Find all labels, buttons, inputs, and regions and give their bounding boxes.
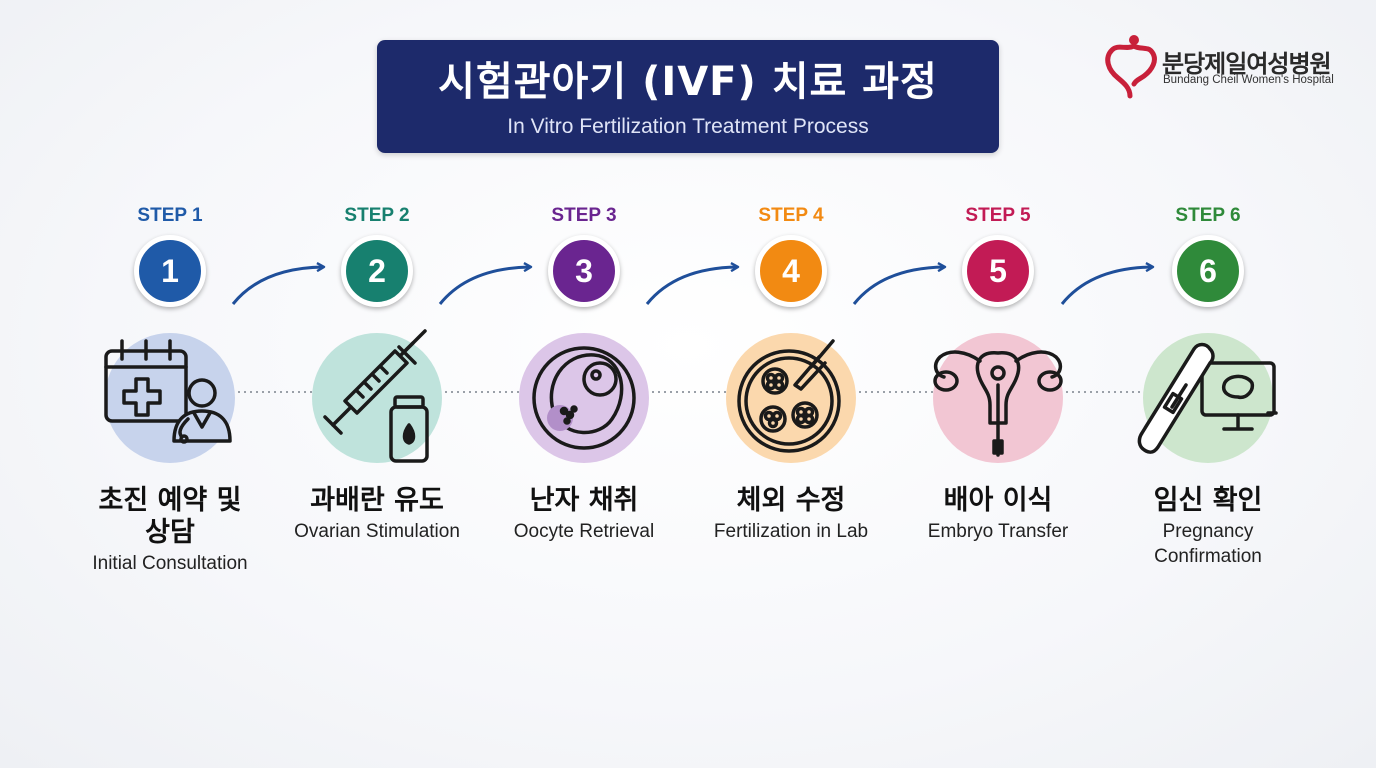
- page-title: 시험관아기 (IVF) 치료 과정: [438, 58, 938, 105]
- step-number-badge: 5: [962, 235, 1034, 307]
- page-subtitle: In Vitro Fertilization Treatment Process: [507, 114, 869, 138]
- step-title-ko: 초진 예약 및 상담: [98, 485, 242, 548]
- step-title-ko: 난자 채취: [529, 485, 639, 516]
- heart-figure-icon: [1105, 35, 1157, 99]
- step-title-ko: 배아 이식: [943, 485, 1053, 516]
- arrow-3-4: [645, 267, 737, 305]
- syringe-vial-icon: [323, 329, 429, 463]
- step-title-ko: 과배란 유도: [310, 485, 444, 516]
- step-number-badge: 1: [134, 235, 206, 307]
- step-label: STEP 5: [965, 205, 1031, 226]
- hospital-logo: 분당제일여성병원 Bundang Cheil Women's Hospital: [1100, 30, 1350, 100]
- step-3: STEP 3 3 난자 채취 Oocyte Retrieval: [474, 200, 694, 544]
- oocyte-icon: [532, 346, 636, 450]
- title-banner: 시험관아기 (IVF) 치료 과정 In Vitro Fertilization…: [377, 40, 999, 153]
- calendar-doctor-icon: [104, 339, 232, 444]
- step-title-ko: 임신 확인: [1153, 485, 1263, 516]
- step-title-en: Fertilization in Lab: [713, 521, 869, 542]
- step-2: STEP 2 2 과배란 유도 Ovarian Stimulation: [267, 200, 487, 544]
- step-number-badge: 2: [341, 235, 413, 307]
- step-icon-area: [60, 323, 280, 473]
- step-label: STEP 2: [344, 205, 410, 226]
- step-title-en: Embryo Transfer: [927, 521, 1069, 542]
- step-icon-area: [888, 323, 1108, 473]
- step-label: STEP 3: [551, 205, 617, 226]
- step-1: STEP 1 1 초진 예약 및 상담 Initial Consultation: [60, 200, 280, 576]
- pregnancy-test-ultrasound-icon: [1137, 342, 1278, 454]
- curved-arrows: [231, 267, 1152, 305]
- arrow-4-5: [852, 267, 944, 305]
- uterus-icon: [933, 350, 1063, 457]
- step-5: STEP 5 5 배아 이식 Embryo Transfer: [888, 200, 1108, 544]
- step-label: STEP 6: [1175, 205, 1241, 226]
- arrow-5-6: [1060, 267, 1152, 305]
- hospital-name-en: Bundang Cheil Women's Hospital: [1163, 74, 1334, 86]
- step-title-en: Initial Consultation: [92, 553, 248, 574]
- step-title-en: Oocyte Retrieval: [513, 521, 655, 542]
- step-label: STEP 4: [758, 205, 824, 226]
- step-number-badge: 3: [548, 235, 620, 307]
- step-icon-area: [267, 323, 487, 473]
- step-6: STEP 6 6 임신 확인 Pregnancy Confirmation: [1098, 200, 1318, 569]
- step-icon-area: [681, 323, 901, 473]
- step-title-en: Ovarian Stimulation: [294, 521, 460, 542]
- arrow-2-3: [438, 267, 530, 305]
- step-icon-area: [474, 323, 694, 473]
- hospital-name-ko: 분당제일여성병원: [1162, 50, 1332, 78]
- step-4: STEP 4 4 체외 수정 Fertilization in Lab: [681, 200, 901, 544]
- step-number-badge: 6: [1172, 235, 1244, 307]
- petri-dish-icon: [737, 339, 841, 453]
- step-title-en: Pregnancy Confirmation: [1154, 521, 1262, 567]
- step-icon-area: [1098, 323, 1318, 473]
- step-label: STEP 1: [137, 205, 203, 226]
- arrow-1-2: [231, 267, 323, 305]
- step-title-ko: 체외 수정: [736, 485, 846, 516]
- step-number-badge: 4: [755, 235, 827, 307]
